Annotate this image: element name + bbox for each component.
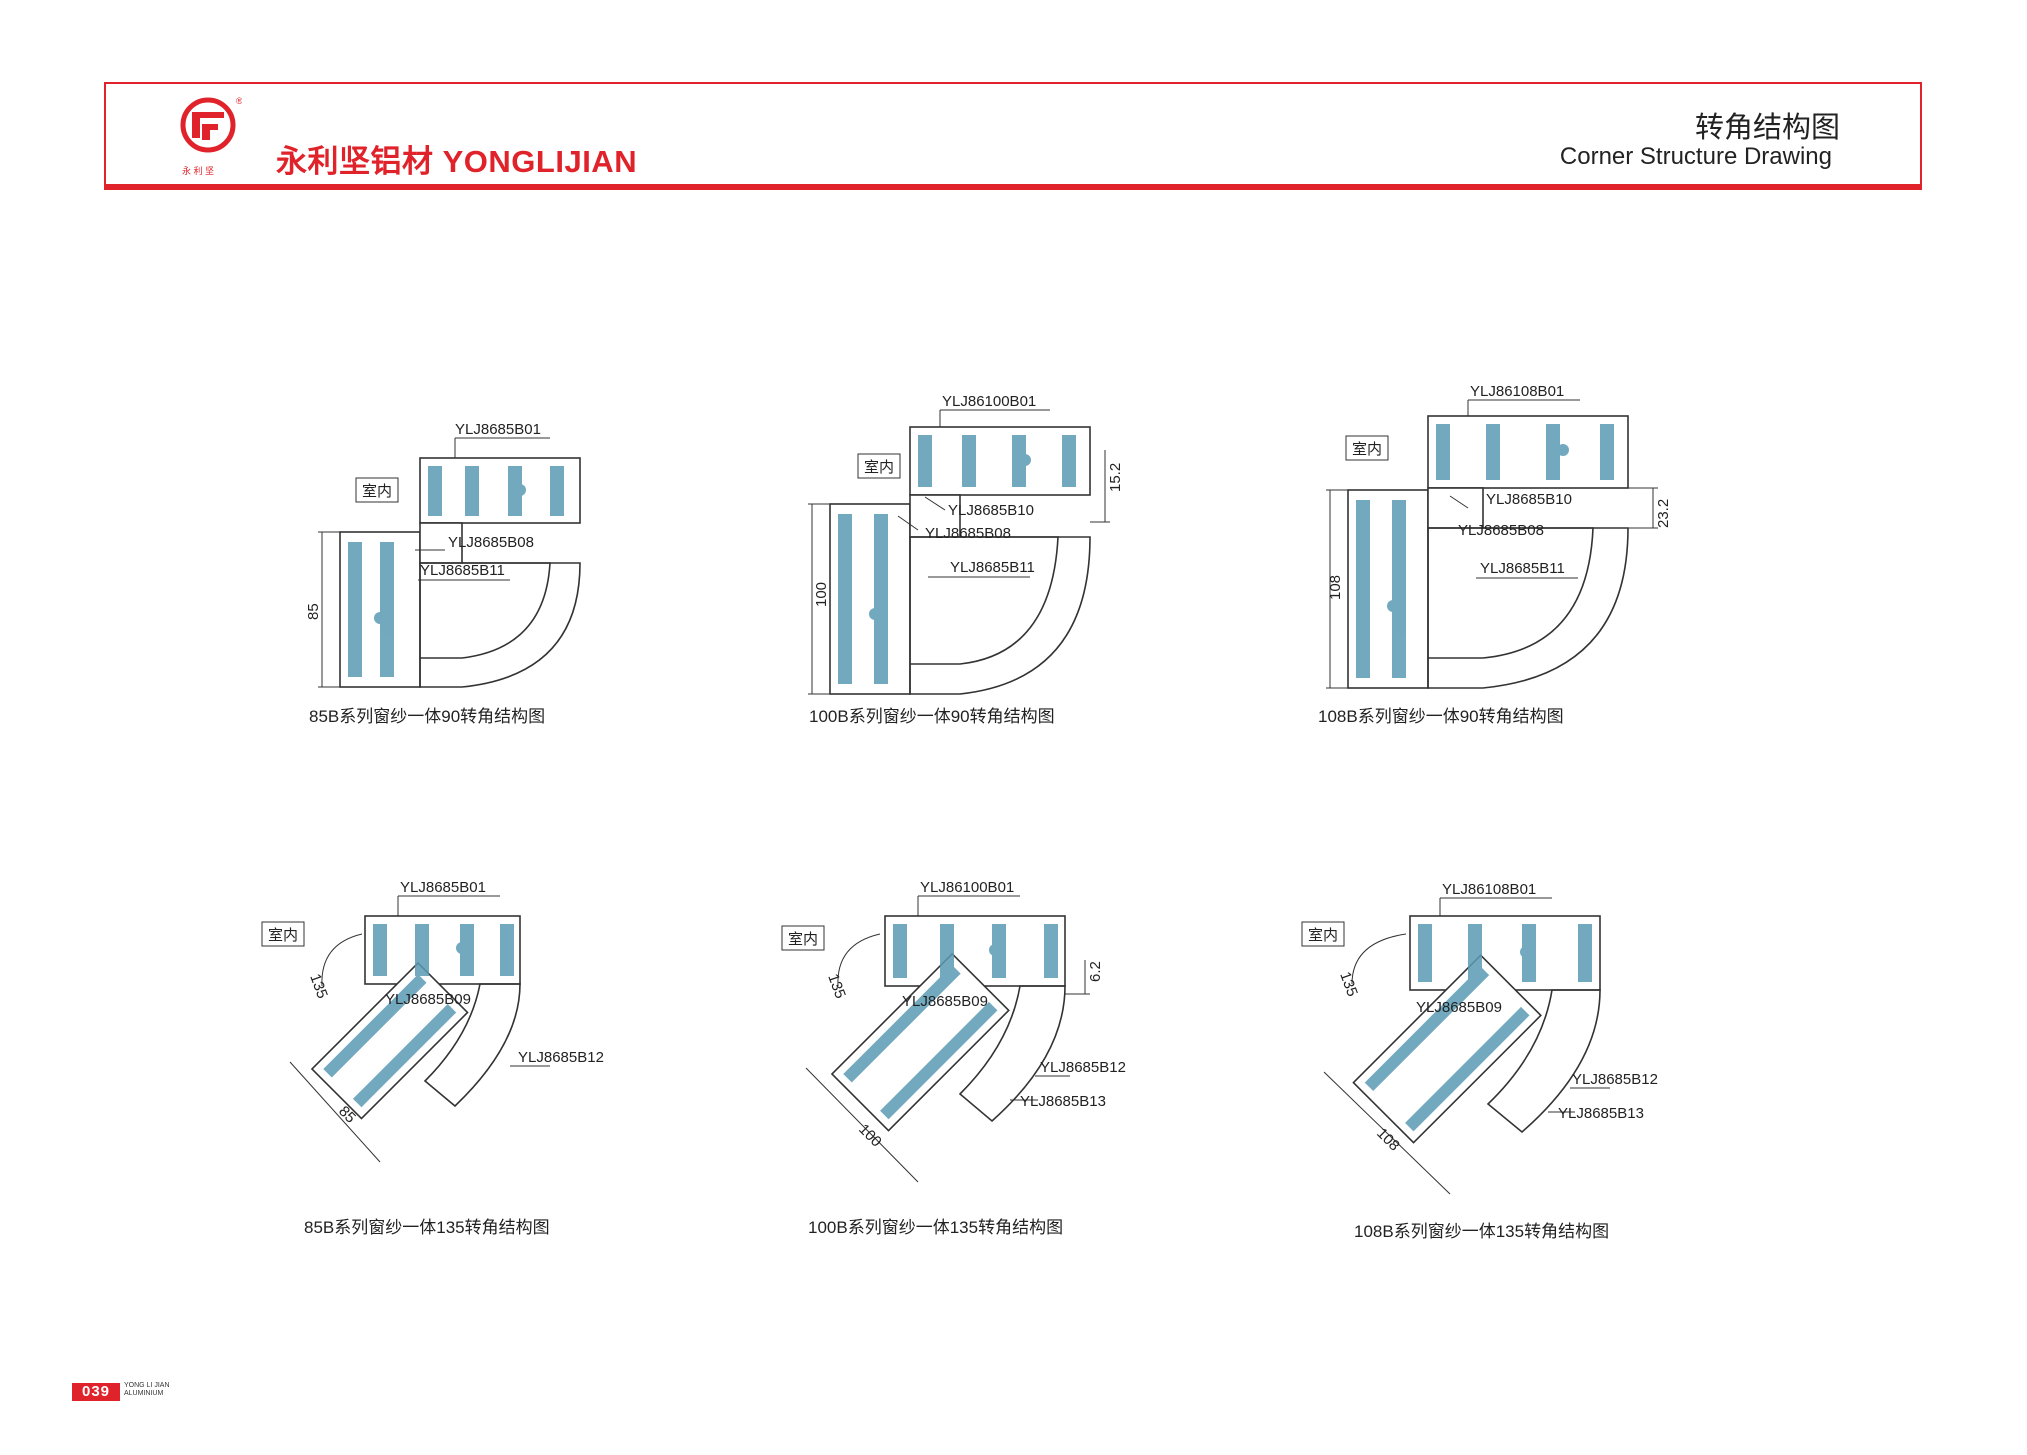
part-label: YLJ8685B08 [925,525,1011,542]
part-label: YLJ8685B08 [1458,522,1544,539]
part-label: YLJ8685B11 [950,559,1035,576]
part-label: YLJ86100B01 [942,393,1036,410]
corner-drawing-108b-90: YLJ86108B01 YLJ8685B10 YLJ8685B08 YLJ868… [1318,378,1678,698]
part-label: YLJ86100B01 [920,879,1014,896]
part-label: YLJ86108B01 [1470,383,1564,400]
part-label: YLJ8685B08 [448,534,534,551]
corner-drawing-100b-135: YLJ86100B01 YLJ8685B09 YLJ8685B12 YLJ868… [770,876,1150,1206]
angle-label: 135 [824,972,849,1001]
drawing-caption: 85B系列窗纱一体135转角结构图 [304,1218,550,1237]
brand-logo-icon: ® 永 利 坚 [180,94,243,178]
offset-label: 15.2 [1107,463,1124,492]
drawing-caption: 100B系列窗纱一体135转角结构图 [808,1218,1064,1237]
part-label: YLJ8685B12 [1572,1071,1658,1088]
part-label: YLJ8685B09 [1416,999,1502,1016]
header-rule [104,184,1922,190]
drawing-caption: 108B系列窗纱一体90转角结构图 [1318,707,1564,726]
indoor-label: 室内 [1308,927,1338,944]
part-label: YLJ8685B13 [1558,1105,1644,1122]
part-label: YLJ8685B11 [420,562,505,579]
brand-name: 永利坚铝材 YONGLIJIAN [276,144,638,179]
part-label: YLJ86108B01 [1442,881,1536,898]
indoor-label: 室内 [864,459,894,476]
corner-drawing-85b-135: YLJ8685B01 YLJ8685B09 YLJ8685B12 室内 135 … [250,876,610,1206]
drawing-caption: 108B系列窗纱一体135转角结构图 [1354,1222,1610,1241]
part-label: YLJ8685B01 [455,421,541,438]
dimension-label: 108 [1327,575,1344,600]
indoor-label: 室内 [362,483,392,500]
footer-brand: YONG LI JIAN ALUMINIUM [124,1382,170,1398]
logo-caption: 永 利 坚 [182,165,214,176]
indoor-label: 室内 [788,931,818,948]
part-label: YLJ8685B13 [1020,1093,1106,1110]
page-number: 039 [72,1383,120,1401]
page-title-cn: 转角结构图 [1694,112,1840,144]
drawing-caption: 85B系列窗纱一体90转角结构图 [309,707,546,726]
part-label: YLJ8685B09 [902,993,988,1010]
part-label: YLJ8685B11 [1480,560,1565,577]
registered-mark: ® [236,96,242,106]
part-label: YLJ8685B10 [1486,491,1572,508]
dimension-label: 85 [305,603,322,620]
part-label: YLJ8685B12 [1040,1059,1126,1076]
dimension-label: 100 [813,582,830,607]
angle-label: 135 [306,972,331,1001]
indoor-label: 室内 [1352,441,1382,458]
part-label: YLJ8685B09 [385,991,471,1008]
corner-drawing-100b-90: YLJ86100B01 YLJ8685B10 YLJ8685B08 YLJ868… [800,392,1140,702]
footer-brand-line2: ALUMINIUM [124,1390,164,1397]
page-title-en: Corner Structure Drawing [1559,143,1832,170]
corner-drawing-108b-135: YLJ86108B01 YLJ8685B09 YLJ8685B12 YLJ868… [1290,876,1690,1216]
part-label: YLJ8685B12 [518,1049,604,1066]
page-header [104,82,1922,188]
corner-drawing-85b-90: YLJ8685B01 YLJ8685B08 YLJ8685B11 室内 85 [305,420,610,700]
angle-label: 135 [1336,970,1361,999]
indoor-label: 室内 [268,927,298,944]
part-label: YLJ8685B10 [948,502,1034,519]
drawing-caption: 100B系列窗纱一体90转角结构图 [809,707,1055,726]
dimension-label: 108 [1373,1125,1403,1155]
offset-label: 6.2 [1087,961,1104,982]
offset-label: 23.2 [1655,499,1672,528]
footer-brand-line1: YONG LI JIAN [124,1382,170,1389]
part-label: YLJ8685B01 [400,879,486,896]
dimension-label: 100 [855,1121,885,1151]
